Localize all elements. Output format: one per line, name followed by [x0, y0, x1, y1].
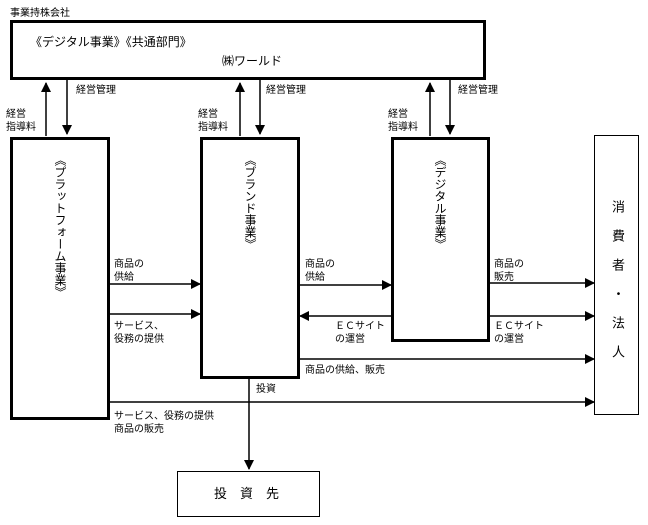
brand-business-label: 《ブランド事業》	[243, 154, 257, 250]
hq-company-name: ㈱ワールド	[222, 54, 283, 68]
platform-business-box: 《プラットフォーム事業》	[10, 137, 110, 420]
mgmt-ctrl-label-2: 経営管理	[266, 85, 306, 96]
mgmt-fee-label-2: 経営 指導料	[198, 109, 228, 133]
brand-business-box: 《ブランド事業》	[200, 137, 300, 379]
consumer-corporate-label: 消費者・法人	[609, 200, 624, 374]
supply-products-label-2: 商品の 供給	[305, 259, 335, 283]
hq-segments: 《デジタル事業》《共通部門》	[30, 35, 192, 49]
hq-box: 《デジタル事業》《共通部門》 ㈱ワールド	[10, 20, 486, 80]
ec-operation-label-1: ＥＣサイト の運営	[335, 321, 385, 345]
sell-products-label: 商品の 販売	[494, 259, 524, 283]
investment-label: 投資	[256, 384, 276, 395]
mgmt-ctrl-label-1: 経営管理	[76, 85, 116, 96]
supply-sales-label: 商品の供給、販売	[305, 365, 385, 376]
mgmt-ctrl-label-3: 経営管理	[458, 85, 498, 96]
ec-operation-label-2: ＥＣサイト の運営	[494, 321, 544, 345]
service-sales-label: サービス、役務の提供 商品の販売	[114, 411, 214, 435]
mgmt-fee-label-1: 経営 指導料	[6, 109, 36, 133]
digital-business-box: 《デジタル事業》	[391, 137, 490, 342]
service-supply-label: サービス、 役務の提供	[114, 321, 164, 345]
investment-target-label: 投 資 先	[214, 487, 280, 502]
platform-business-label: 《プラットフォーム事業》	[53, 154, 67, 298]
supply-products-label-1: 商品の 供給	[114, 259, 144, 283]
investment-target-box: 投 資 先	[177, 471, 320, 517]
consumer-corporate-box: 消費者・法人	[594, 135, 639, 415]
holding-company-label: 事業持株会社	[10, 8, 70, 19]
digital-business-label: 《デジタル事業》	[433, 154, 447, 250]
mgmt-fee-label-3: 経営 指導料	[388, 109, 418, 133]
